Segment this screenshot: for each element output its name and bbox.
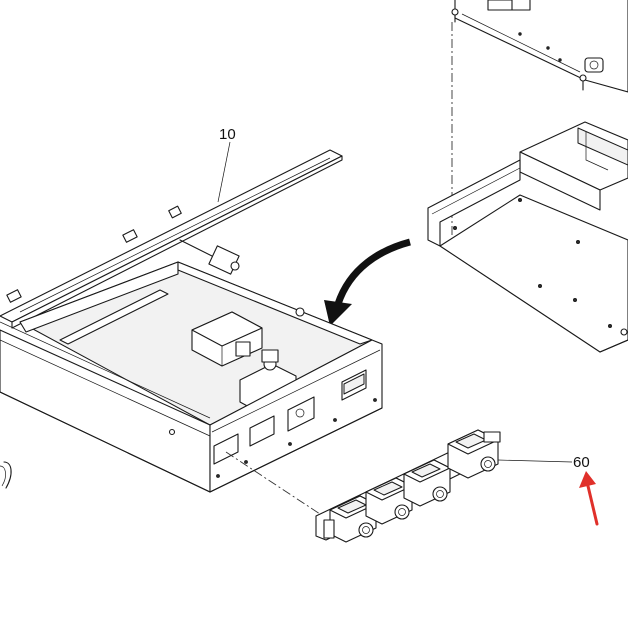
enclosure-box [0,149,383,493]
connector-cutout [213,433,239,465]
connector-assembly [315,429,501,543]
connector-cutout [287,396,315,432]
connector-module [403,459,451,507]
connector-cutout [249,415,275,447]
standoff-screw [579,74,587,82]
board-connector [584,57,604,73]
circuit-board-plate [451,0,628,93]
callout-cover: 10 [217,126,236,203]
connector-module [447,429,501,479]
standoff-screw [451,8,459,16]
connector-module [365,477,413,525]
callout-label-cover: 10 [219,126,236,143]
insert-arrow [324,238,411,326]
callout-label-connectors: 60 [573,454,590,471]
chassis-tray [427,121,628,353]
red-pointer-arrow-icon [579,471,599,526]
partial-part-edge [3,461,12,489]
callout-connectors: 60 [497,454,590,471]
board-component [511,0,531,11]
leader-line-cover [217,141,231,203]
leader-line-connectors [497,459,573,463]
alignment-line-connectors [225,451,327,519]
